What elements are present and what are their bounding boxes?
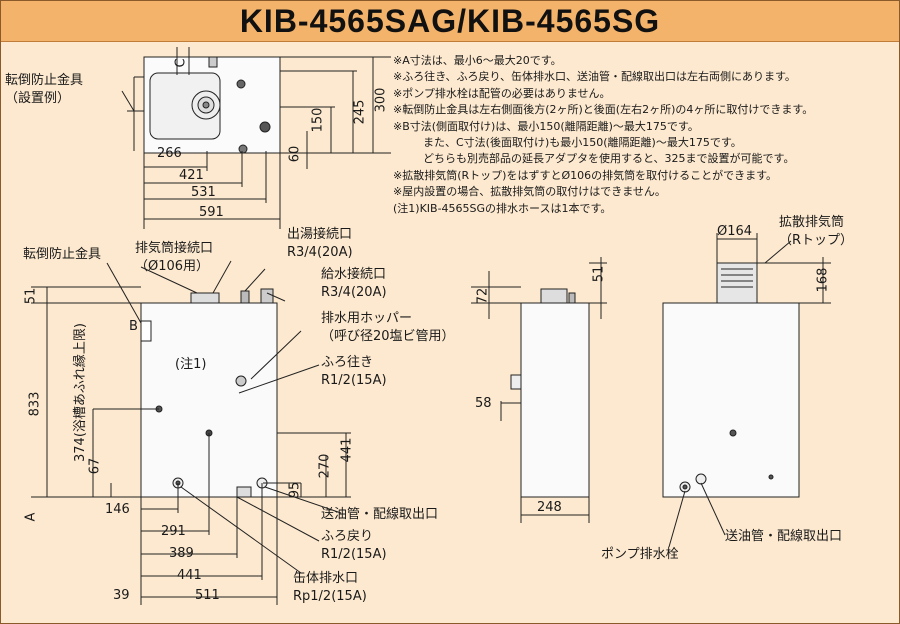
rear-oil-pipe-label: 送油管・配線取出口 [725,529,843,544]
dim-245: 245 [352,99,368,125]
side-view-outline [520,302,590,498]
dim-150: 150 [310,107,326,133]
body-drain-sublabel: Rp1/2(15A) [293,589,367,604]
note-line: ※ポンプ排水栓は配管の必要はありません。 [393,86,611,100]
dim-146: 146 [105,502,130,517]
dim-95: 95 [287,481,303,499]
title-bar: KIB-4565SAG/KIB-4565SG [1,1,899,42]
dim-39: 39 [113,588,130,603]
exhaust-port-sublabel: （Ø106用） [135,259,210,274]
note-line: ※屋内設置の場合、拡散排気筒の取付けはできません。 [393,185,666,199]
dim-51-front: 51 [23,287,39,305]
dim-389: 389 [169,546,194,561]
dim-67: 67 [87,457,103,475]
note-line: ※B寸法(側面取付け)は、最小150(離隔距離)～最大175です。 [393,119,699,133]
exhaust-port-label: 排気筒接続口 [135,241,214,256]
dim-591: 591 [199,205,224,220]
dim-833: 833 [27,391,43,417]
dim-60: 60 [287,145,303,163]
note-line: ※A寸法は、最小6～最大20です。 [393,54,562,67]
dim-270: 270 [317,453,333,479]
bath-return-label: ふろ戻り [321,529,374,544]
hot-water-label: 出湯接続口 [287,227,353,242]
dim-531: 531 [191,185,216,200]
hot-water-sublabel: R3/4(20A) [287,245,353,260]
dim-164: Ø164 [717,224,753,239]
side-view-drawing [471,257,607,523]
front-view-drawing [31,260,351,605]
note-line: ※転倒防止金具は左右側面後方(2ヶ所)と後面(左右2ヶ所)の4ヶ所に取付けできま… [393,103,814,117]
drain-hopper-label: 排水用ホッパー [321,311,413,326]
note1-label: (注1) [175,357,207,372]
rear-diffuser [716,262,758,304]
note-line: (注1)KIB-4565SGの排水ホースは1本です。 [393,201,612,215]
bath-go-sublabel: R1/2(15A) [321,373,387,388]
dim-51-side: 51 [591,265,607,283]
dim-421: 421 [179,168,204,183]
dim-168: 168 [815,267,831,293]
dim-b-label: B [129,319,138,334]
note-line: ※ふろ往き、ふろ戻り、缶体排水口、送油管・配線取出口は左右両側にあります。 [393,70,796,84]
dim-441-horiz: 441 [177,568,202,583]
top-view-drawing [121,47,391,229]
note-line: どちらも別売部品の延長アダプタを使用すると、325まで設置が可能です。 [423,152,795,166]
dim-248: 248 [537,500,562,515]
dim-441-vert: 441 [339,437,355,463]
water-supply-label: 給水接続口 [321,267,387,282]
diffuser-label: 拡散排気筒 [779,215,845,230]
dim-a-label: A [23,512,39,522]
top-tip-guard-sublabel: （設置例） [5,91,71,106]
bath-go-label: ふろ往き [321,355,374,370]
bath-return-sublabel: R1/2(15A) [321,547,387,562]
front-oil-pipe-label: 送油管・配線取出口 [321,507,439,522]
front-tip-guard-label: 転倒防止金具 [23,247,102,262]
dim-300: 300 [373,87,389,113]
dim-58: 58 [475,396,492,411]
dim-291: 291 [161,524,186,539]
note-line: また、C寸法(後面取付け)も最小150(離隔距離)～最大175です。 [423,136,742,150]
dim-c-label: C [173,58,189,68]
diffuser-sublabel: （Rトップ） [779,233,854,248]
spec-notes: ※A寸法は、最小6～最大20です。 ※ふろ往き、ふろ戻り、缶体排水口、送油管・配… [393,53,893,217]
dim-374: 374(浴槽あふれ縁上限) [73,323,88,462]
dim-266: 266 [157,146,182,161]
top-tip-guard-label: 転倒防止金具 [5,73,84,88]
page-title: KIB-4565SAG/KIB-4565SG [239,2,661,39]
dim-511: 511 [195,588,220,603]
rear-view-drawing [662,233,831,548]
water-supply-sublabel: R3/4(20A) [321,285,387,300]
rear-view-outline [662,302,800,498]
pump-drain-label: ポンプ排水栓 [601,547,679,562]
drain-hopper-sublabel: （呼び径20塩ビ管用） [321,329,455,344]
body-drain-label: 缶体排水口 [293,571,359,586]
dim-72: 72 [475,287,491,305]
note-line: ※拡散排気筒(Rトップ)をはずすとØ106の排気筒を取付けることができます。 [393,168,777,182]
